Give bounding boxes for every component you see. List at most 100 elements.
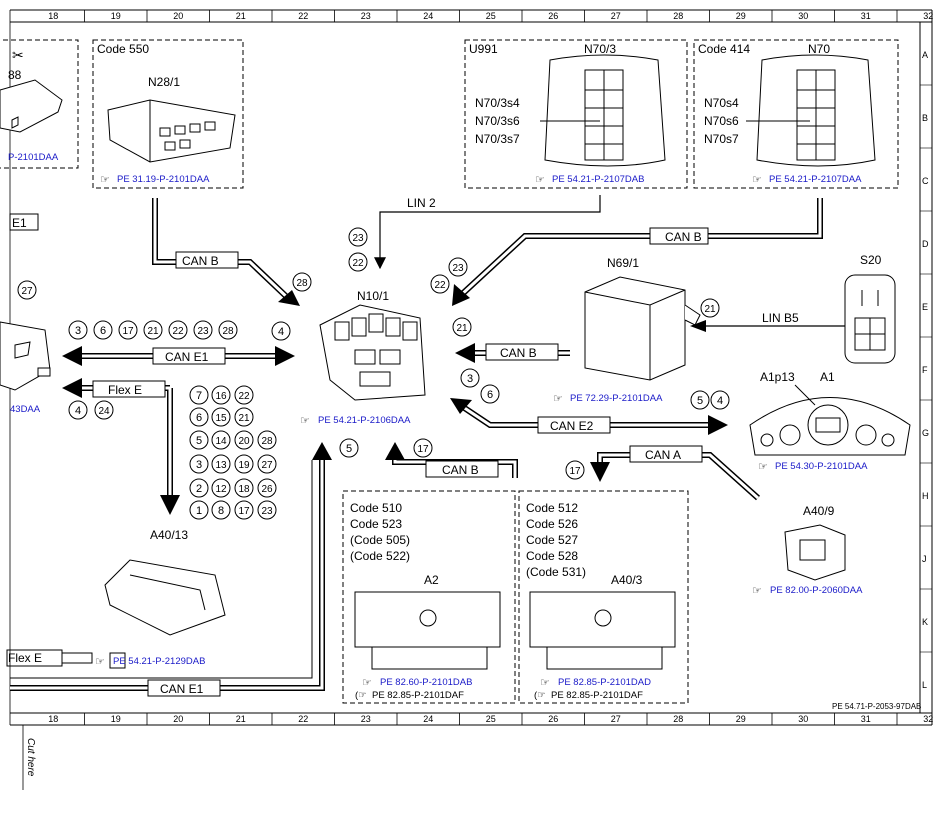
pointer-icon: ☞ (300, 415, 310, 427)
column-number: 22 (298, 714, 308, 724)
reference-circle: 27 (17, 280, 37, 300)
svg-text:88: 88 (8, 68, 22, 82)
canb-left-label: CAN B (182, 254, 219, 268)
reference-circle-number: 2 (196, 483, 202, 495)
column-number: 27 (611, 11, 621, 21)
svg-text:(☞: (☞ (355, 690, 367, 701)
reference-circle: 4 (271, 321, 291, 341)
pointer-icon: ☞ (535, 174, 545, 186)
reference-circle: 21 (700, 298, 720, 318)
reference-circle-number: 28 (222, 326, 234, 337)
reference-circle-number: 27 (261, 460, 273, 471)
svg-text:A1p13: A1p13 (760, 370, 795, 384)
n69-1-module: N69/1 ☞ PE 72.29-P-2101DAA (553, 256, 701, 405)
reference-circle-number: 23 (197, 326, 209, 337)
reference-circle-number: 21 (456, 323, 468, 334)
svg-text:N70/3s6: N70/3s6 (475, 114, 520, 128)
svg-text:PE 82.85-P-2101DAF: PE 82.85-P-2101DAF (551, 690, 643, 701)
column-number: 31 (861, 714, 871, 724)
column-number: 31 (861, 11, 871, 21)
svg-text:N70/3s4: N70/3s4 (475, 96, 520, 110)
reference-circle: 16 (211, 385, 231, 405)
linb5-label: LIN B5 (762, 311, 799, 325)
reference-circle: 14 (211, 430, 231, 450)
reference-circle: 28 (292, 272, 312, 292)
svg-text:A40/9: A40/9 (803, 504, 835, 518)
reference-circle: 3 (460, 368, 480, 388)
pointer-icon: ☞ (95, 656, 105, 668)
canb-n69-label: CAN B (500, 346, 537, 360)
reference-circle-number: 8 (218, 505, 224, 517)
reference-circle-number: 14 (215, 436, 227, 447)
svg-text:(Code 505): (Code 505) (350, 533, 410, 547)
column-number: 18 (48, 11, 58, 21)
svg-text:PE 82.85-P-2101DAF: PE 82.85-P-2101DAF (372, 690, 464, 701)
reference-circle-number: 23 (352, 233, 364, 244)
reference-circle-number: 22 (172, 326, 184, 337)
reference-circle: 28 (257, 430, 277, 450)
row-letter: A (922, 50, 928, 60)
svg-text:N70s4: N70s4 (704, 96, 739, 110)
svg-text:Flex E: Flex E (8, 651, 42, 665)
reference-circle-number: 18 (238, 484, 250, 495)
svg-text:N69/1: N69/1 (607, 256, 639, 270)
svg-text:P-2101DAA: P-2101DAA (8, 152, 59, 163)
column-number: 22 (298, 11, 308, 21)
reference-circle: 12 (211, 478, 231, 498)
reference-circle-number: 22 (434, 280, 446, 291)
svg-text:A40/13: A40/13 (150, 528, 188, 542)
column-number: 24 (423, 714, 433, 724)
reference-circle: 21 (143, 320, 163, 340)
reference-circle-number: 17 (122, 326, 134, 337)
svg-text:A2: A2 (424, 573, 439, 587)
reference-circle-number: 3 (75, 325, 81, 337)
svg-text:PE 82.60-P-2101DAB: PE 82.60-P-2101DAB (380, 677, 472, 688)
column-number: 21 (236, 11, 246, 21)
svg-text:Code 512: Code 512 (526, 501, 578, 515)
svg-text:N70/3s7: N70/3s7 (475, 132, 520, 146)
reference-circle: 23 (448, 257, 468, 277)
svg-text:Code 523: Code 523 (350, 517, 402, 531)
canb-top-label: CAN B (665, 230, 702, 244)
column-number: 24 (423, 11, 433, 21)
lin2-label: LIN 2 (407, 196, 436, 210)
a40-3-box: Code 512 Code 526 Code 527 Code 528 (Cod… (518, 490, 689, 704)
reference-circle: 8 (211, 500, 231, 520)
column-number: 30 (798, 11, 808, 21)
column-number: 26 (548, 11, 558, 21)
n70-box: Code 414 N70 N70s4 N70s6 N70s7 ☞ PE 54.2… (693, 39, 899, 189)
pointer-icon: ☞ (752, 174, 762, 186)
svg-text:PE 72.29-P-2101DAA: PE 72.29-P-2101DAA (570, 393, 663, 404)
reference-circle: 23 (257, 500, 277, 520)
reference-circle-number: 4 (717, 395, 723, 407)
n28-1-box: Code 550 N28/1 ☞ PE 31.19-P-2101DAA (92, 39, 244, 189)
row-letter: F (922, 365, 928, 375)
svg-text:(Code 522): (Code 522) (350, 549, 410, 563)
column-number: 18 (48, 714, 58, 724)
reference-circle: 4 (68, 400, 88, 420)
reference-circle-number: 3 (196, 459, 202, 471)
n70-3-box: U991 N70/3 N70/3s4 N70/3s6 N70/3s7 ☞ PE … (464, 39, 688, 189)
svg-text:(☞: (☞ (534, 690, 546, 701)
reference-circle: 18 (234, 478, 254, 498)
column-number: 28 (673, 11, 683, 21)
row-letter: L (922, 680, 927, 690)
reference-circle-number: 20 (238, 436, 250, 447)
reference-circle: 17 (118, 320, 138, 340)
reference-circle: 4 (710, 390, 730, 410)
reference-circle-number: 15 (215, 413, 227, 424)
pointer-icon: ☞ (752, 585, 762, 597)
row-letter: B (922, 113, 928, 123)
reference-circle: 22 (168, 320, 188, 340)
column-number: 32 (923, 714, 933, 724)
reference-circle-number: 17 (238, 506, 250, 517)
cana-label: CAN A (645, 448, 681, 462)
row-letter: G (922, 428, 929, 438)
svg-text:43DAA: 43DAA (10, 404, 41, 415)
svg-text:PE 82.85-P-2101DAD: PE 82.85-P-2101DAD (558, 677, 651, 688)
pointer-icon: ☞ (553, 393, 563, 405)
svg-text:Code 510: Code 510 (350, 501, 402, 515)
